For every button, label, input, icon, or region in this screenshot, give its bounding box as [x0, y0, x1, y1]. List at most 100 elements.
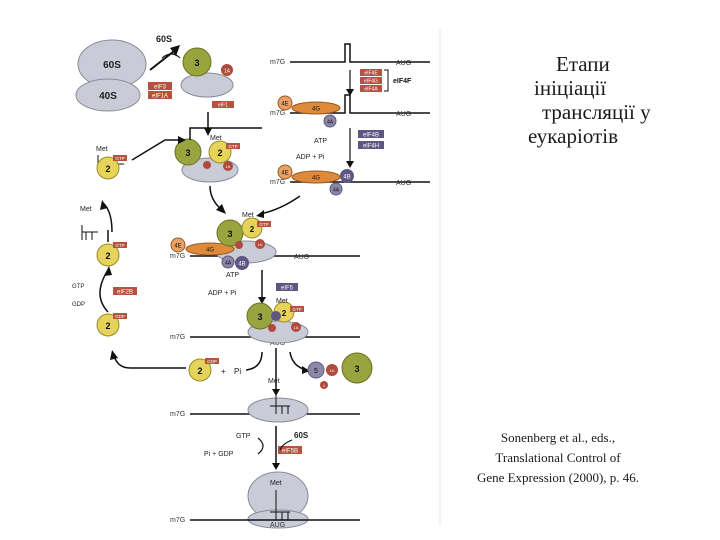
factor-eif1a-released	[326, 364, 338, 376]
mrna-7-cap: m7G	[170, 517, 185, 524]
pi-gdp-label: Pi + GDP	[204, 451, 234, 458]
mrna-3-aug: AUG	[396, 180, 411, 187]
flow-arrowhead-43s-down	[216, 204, 226, 214]
met-label-48s-met: Met	[268, 378, 280, 385]
s60-joining-label: 60S	[294, 431, 309, 440]
gdp-label-left: GDP	[72, 302, 85, 308]
factor-eif5-aug	[271, 311, 281, 321]
factor-eif3-4-label: 3	[227, 229, 232, 239]
met-label-tc: Met	[210, 135, 222, 142]
factor-eif4e-2	[277, 95, 293, 111]
citation-line-2: Translational Control of	[495, 450, 621, 465]
eif4f-label: eIF4F	[393, 78, 412, 85]
eif4e-box-label: eIF4E	[364, 71, 378, 77]
factor-eif2-left-1-label: 2	[105, 164, 110, 174]
title-line-4: еукаріотів	[528, 124, 618, 148]
flow-arrowhead-mrna3-down	[256, 210, 264, 218]
factor-eif4b-48s-label: 4B	[238, 262, 245, 268]
eif4b-box-label: eIF4B	[363, 133, 379, 139]
citation-line-1: Sonenberg et al., eds.,	[500, 430, 616, 445]
eif5-box	[276, 283, 298, 291]
gdp-box-released	[205, 358, 219, 364]
mrna-1-cap: m7G	[270, 59, 285, 66]
flow-arrowhead-recycle	[110, 350, 118, 360]
flow-arrowhead-eif2b	[104, 266, 112, 276]
gdp-box-left-3	[113, 313, 127, 319]
gtp-box-48s	[257, 221, 271, 227]
factor-eif4g-3	[291, 170, 341, 184]
eif4f-bracket	[384, 69, 389, 92]
factor-eif2-left-3-label: 2	[105, 321, 110, 331]
gtp-box-tc-label: GTP	[228, 144, 237, 149]
factor-eif1a-48s-label: 1A	[258, 242, 263, 247]
met-label-48s: Met	[242, 212, 254, 219]
released-60s-label: 60S	[156, 34, 172, 44]
title-line-3: трансляції у	[542, 100, 651, 124]
mrna-5-cap: m7G	[170, 334, 185, 341]
factor-eif4a-2	[323, 114, 337, 128]
flow-arrow-release-left	[245, 351, 263, 371]
gtp-box-left-2-label: GTP	[115, 243, 124, 248]
eif2b-box-label: eIF2B	[117, 290, 133, 296]
factor-eif1a-tc	[223, 161, 233, 171]
mrna-4-cap: m7G	[170, 253, 185, 260]
eif3-box-label: eIF3	[154, 85, 167, 91]
factor-eif3-aug-label: 3	[257, 312, 262, 322]
eif1a-box	[148, 91, 172, 99]
factor-eif1a-released-label: 1A	[330, 368, 335, 373]
released-60s-shape	[161, 53, 181, 59]
mrna-7-aug: AUG	[270, 522, 285, 529]
factor-eif4a-2-label: 4A	[327, 120, 334, 126]
eif4b-box	[358, 130, 384, 138]
factor-eif1a-tc-label: 1A	[226, 164, 231, 169]
factor-eif4e-3	[277, 164, 293, 180]
factor-eif1-released-label: 1	[323, 383, 326, 388]
trna-left-2	[81, 225, 98, 240]
factor-eif5-released	[307, 361, 325, 379]
flow-arrowhead-scan	[258, 297, 266, 304]
mrna-2-cap: m7G	[270, 110, 285, 117]
mrna-2-aug: AUG	[396, 111, 411, 118]
plus-sign: +	[221, 367, 226, 376]
met-label-aug: Met	[276, 298, 288, 305]
met-label-left-2: Met	[80, 206, 92, 213]
adp-pi-label-2: ADP + Pi	[208, 290, 237, 297]
ribosome-40s-label: 40S	[99, 91, 117, 102]
adp-pi-label-1: ADP + Pi	[296, 154, 325, 161]
ribosome-40s-80s	[247, 509, 309, 529]
factor-eif3-released-label: 3	[354, 364, 359, 374]
gdp-box-released-label: GDP	[207, 359, 217, 364]
factor-eif2-released	[188, 358, 212, 382]
factor-eif3-tc	[174, 138, 202, 166]
factor-eif4a-3	[329, 182, 343, 196]
factor-eif4b-48s	[235, 256, 249, 270]
eif4h-box-label: eIF4H	[363, 144, 379, 150]
factor-eif4a-48s	[221, 255, 235, 269]
gtp-box-aug-label: GTP	[292, 307, 301, 312]
factor-eif1-tc	[203, 161, 211, 169]
factor-eif1-48s	[235, 241, 243, 249]
eif4a-box-label: eIF4A	[364, 87, 378, 93]
mrna-3-cap: m7G	[270, 179, 285, 186]
mrna-1	[290, 43, 430, 63]
factor-eif3	[182, 47, 212, 77]
trna-80s	[270, 490, 290, 520]
ribosome-40s-met	[247, 397, 309, 423]
factor-eif4g-4-label: 4G	[206, 248, 214, 254]
factor-eif2-tc	[208, 140, 232, 164]
factor-eif2-4-label: 2	[250, 225, 255, 234]
met-label-left-1: Met	[96, 146, 108, 153]
eif4h-box	[358, 141, 384, 149]
factor-eif2-tc-label: 2	[217, 148, 222, 158]
mrna-4-aug: AUG	[294, 254, 309, 261]
flow-arrowhead-1	[204, 128, 212, 136]
eif4g-box-label: eIF4G	[364, 79, 378, 85]
mrna-5-aug: AUG	[270, 340, 285, 347]
gtp-label-left: GTP	[72, 284, 84, 290]
flow-arrow-join	[189, 127, 262, 140]
eif2b-box	[113, 287, 137, 295]
gtp-box-aug	[290, 306, 304, 312]
flow-arrow-60s-in	[279, 439, 293, 451]
atp-label-1: ATP	[314, 138, 327, 145]
eif5b-box	[278, 446, 302, 454]
